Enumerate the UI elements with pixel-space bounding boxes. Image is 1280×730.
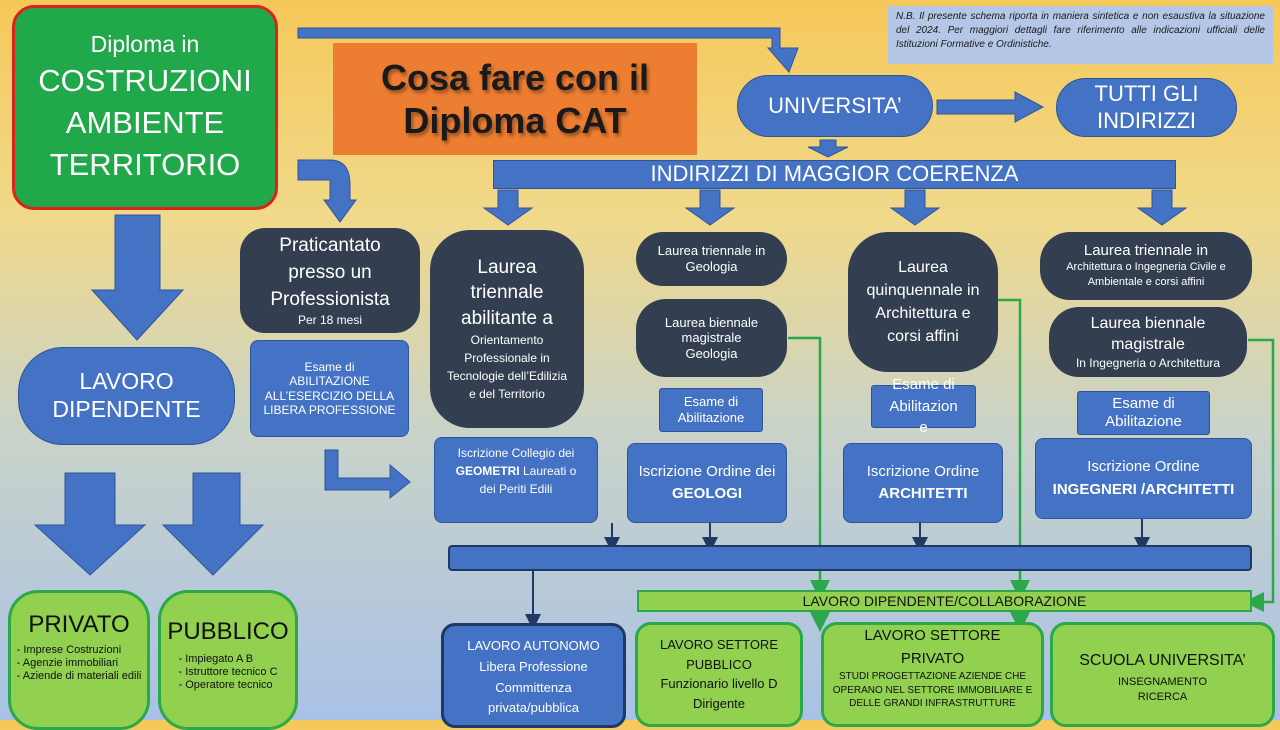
ingegneria-biennale-node: Laurea biennale magistrale In Ingegneria… (1049, 307, 1247, 377)
coerenza-bar: INDIRIZZI DI MAGGIOR COERENZA (493, 160, 1176, 189)
arrow-down-coerenza (807, 139, 849, 158)
disclaimer-note: N.B. Il presente schema riporta in manie… (888, 6, 1273, 64)
laurea-quinquennale-node: Laurea quinquennale in Architettura e co… (848, 232, 998, 372)
arrow-down-privato (33, 472, 147, 576)
arrow-to-laurea (324, 449, 411, 500)
pubblico-box: PUBBLICO Impiegato A BIstruttore tecnico… (158, 590, 298, 730)
merge-bar (448, 545, 1252, 571)
esame-geologia-node: Esame di Abilitazione (659, 388, 763, 432)
esame-professione-node: Esame di ABILITAZIONE ALL’ESERCIZIO DELL… (250, 340, 409, 437)
esame-architettura-node: Esame di Abilitazion e (871, 376, 976, 436)
collegio-geometri-node: Iscrizione Collegio dei GEOMETRI Laureat… (434, 437, 598, 523)
ordine-geologi-node: Iscrizione Ordine dei GEOLOGI (627, 443, 787, 523)
geologia-biennale-node: Laurea biennale magistrale Geologia (636, 299, 787, 377)
arrow-down-pubblico (161, 472, 265, 576)
privato-box: PRIVATO Imprese CostruzioniAgenzie immob… (8, 590, 150, 730)
esame-ingegneria-node: Esame di Abilitazione (1077, 391, 1210, 435)
lavoro-dipendente-node: LAVORO DIPENDENTE (18, 347, 235, 445)
scuola-universita-box: SCUOLA UNIVERSITA’ INSEGNAMENTO RICERCA (1050, 622, 1275, 727)
diploma-box: Diploma in COSTRUZIONI AMBIENTE TERRITOR… (12, 5, 278, 210)
tutti-indirizzi-node: TUTTI GLI INDIRIZZI (1056, 78, 1237, 137)
settore-privato-box: LAVORO SETTORE PRIVATO STUDI PROGETTAZIO… (821, 622, 1044, 727)
laurea-abilitante-node: Laurea triennale abilitante a Orientamen… (430, 230, 584, 428)
page-title: Cosa fare con il Diploma CAT (333, 43, 697, 155)
geologia-triennale-node: Laurea triennale in Geologia (636, 232, 787, 286)
arrow-to-praticantato (297, 159, 357, 223)
universita-node: UNIVERSITA’ (737, 75, 933, 137)
arrow-to-tutti (936, 91, 1045, 123)
arrow-down-big (90, 214, 185, 341)
praticantato-node: Praticantato presso un Professionista Pe… (240, 228, 420, 333)
collaborazione-bar: LAVORO DIPENDENTE/COLLABORAZIONE (637, 590, 1252, 612)
arrow-to-universita (297, 27, 799, 73)
ingegneria-triennale-node: Laurea triennale in Architettura o Ingeg… (1040, 232, 1252, 300)
